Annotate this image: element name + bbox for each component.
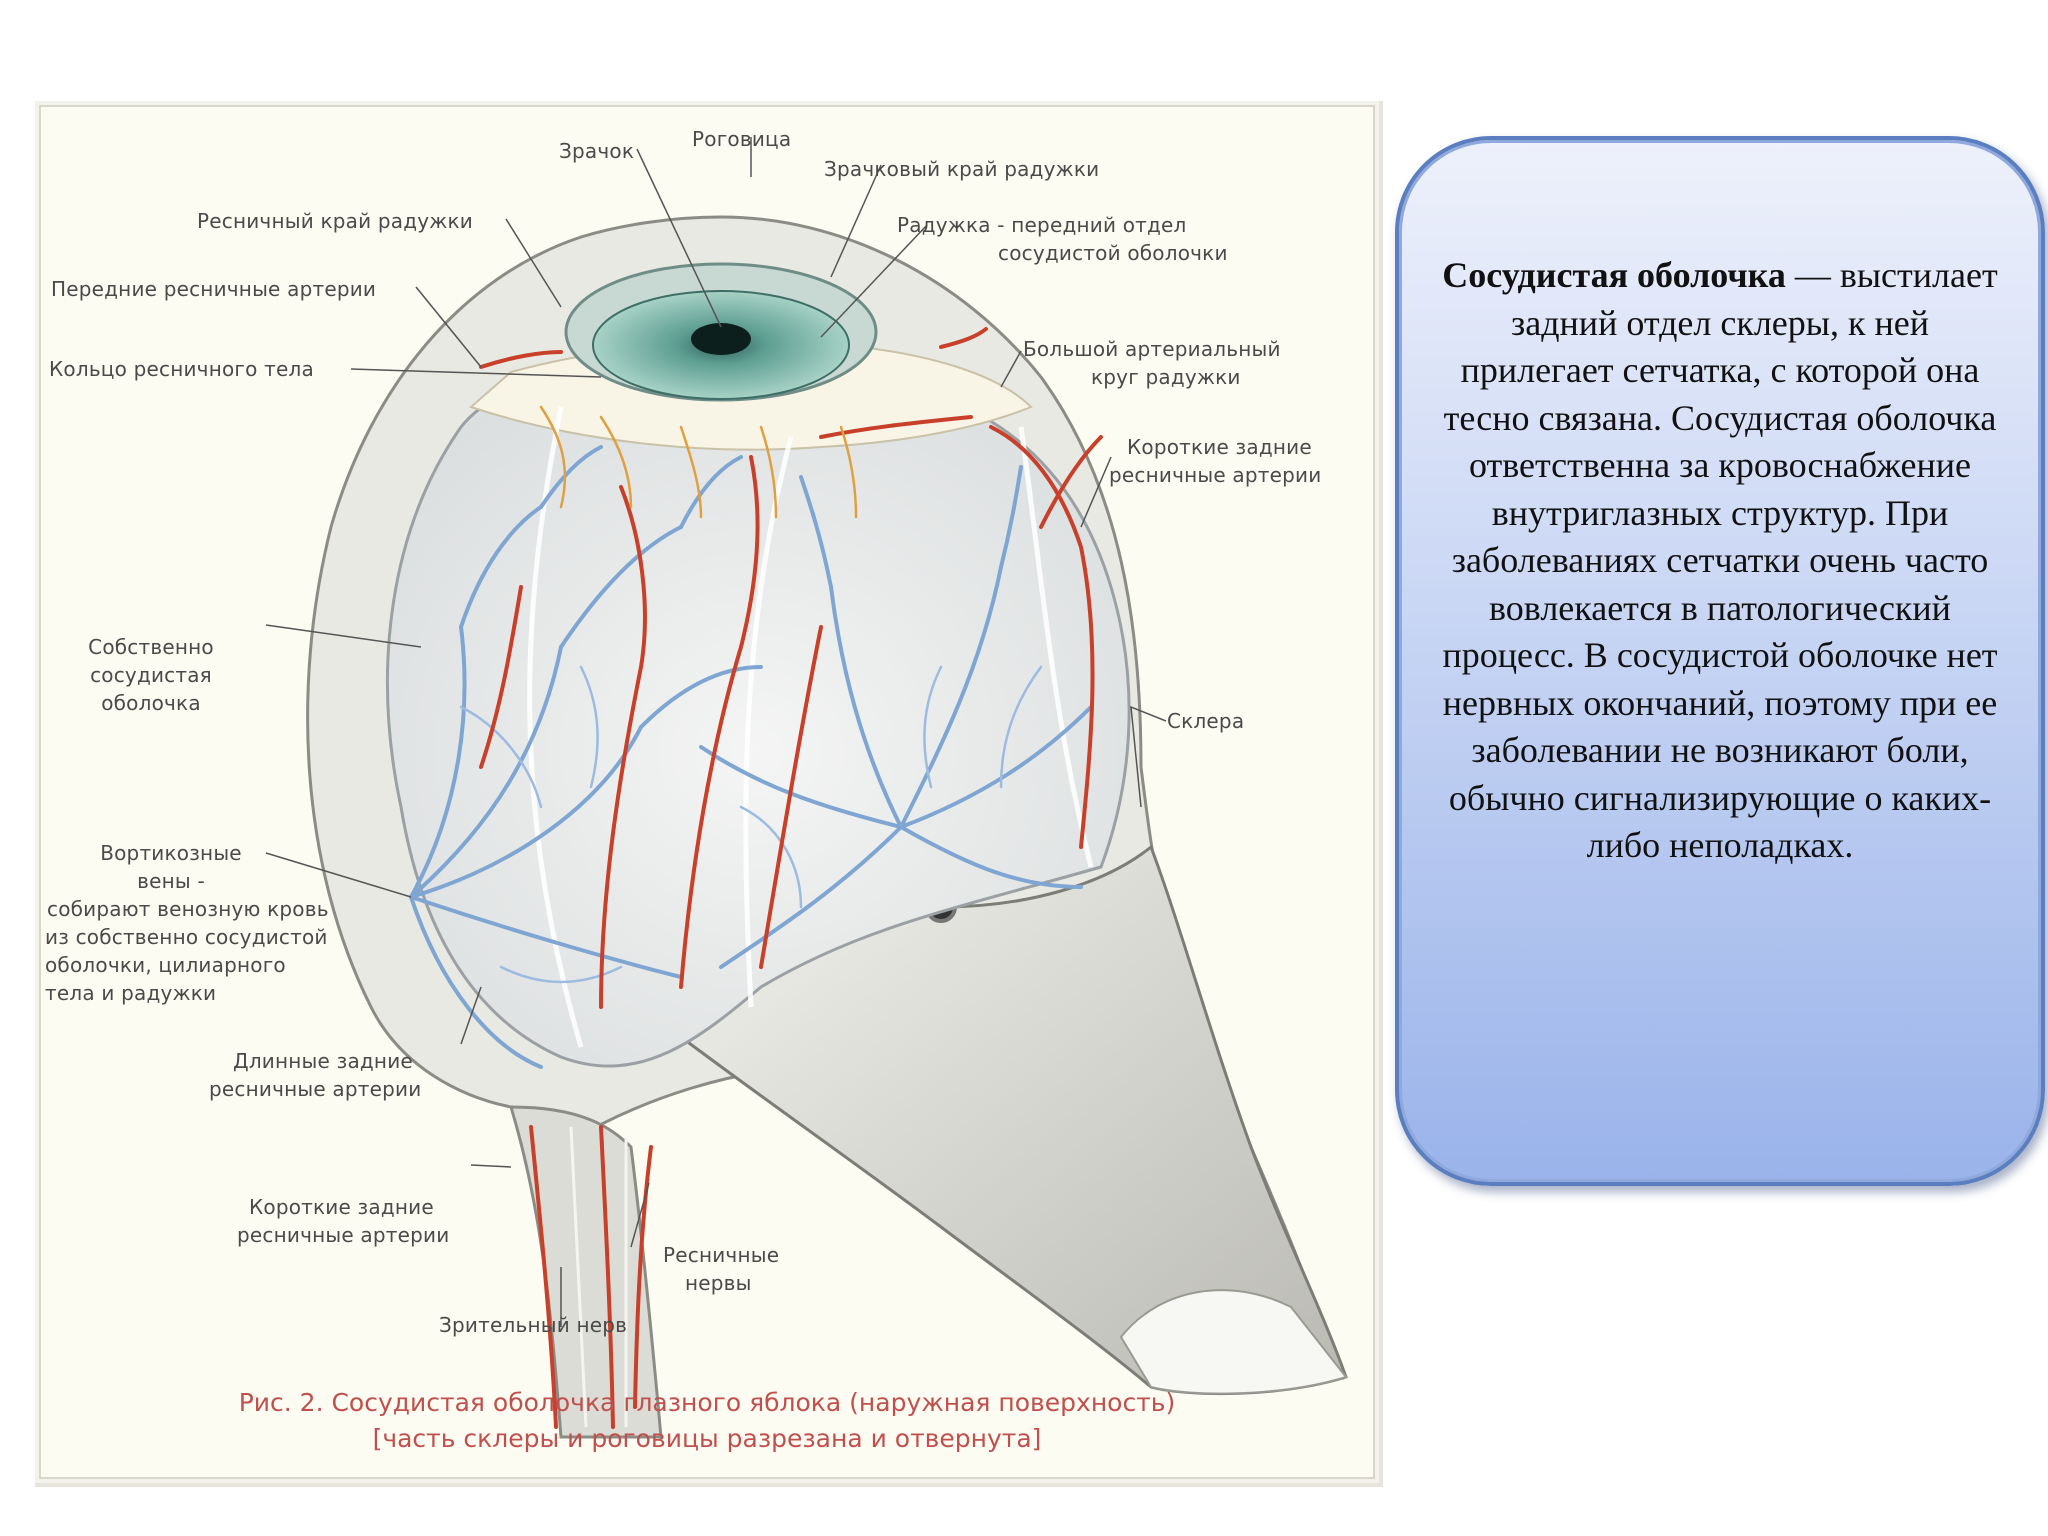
figure-caption-line2: [часть склеры и роговицы разрезана и отв… [372, 1424, 1042, 1453]
description-body: Сосудистая оболочка — выстилает задний о… [1442, 255, 1997, 865]
label-long-posterior-ciliary-line2: ресничные артерии [209, 1077, 422, 1101]
figure-caption-line1: Рис. 2. Сосудистая оболочка глазного ябл… [238, 1388, 1176, 1417]
label-choroid-proper-line3: оболочка [101, 691, 201, 715]
label-optic-nerve: Зрительный нерв [439, 1313, 628, 1337]
label-vortex-veins-line6: тела и радужки [45, 981, 217, 1005]
label-cornea: Роговица [692, 127, 792, 151]
label-major-arterial-circle-line2: круг радужки [1091, 365, 1241, 389]
ciliary-arteries [479, 327, 1103, 1009]
label-ciliary-nerves-line1: Ресничные [663, 1243, 780, 1267]
description-text: — выстилает задний отдел склеры, к ней п… [1442, 255, 1998, 865]
label-choroid-proper-line1: Собственно [88, 635, 214, 659]
eye-illustration-figure: Зрачок Роговица Зрачковый край радужки Р… [39, 105, 1375, 1479]
choroid-description-box: Сосудистая оболочка — выстилает задний о… [1395, 136, 2045, 1186]
label-short-posterior-lower-line2: ресничные артерии [237, 1223, 450, 1247]
label-vortex-veins-line5: оболочки, цилиарного [45, 953, 286, 977]
label-anterior-ciliary-arteries: Передние ресничные артерии [51, 277, 377, 301]
pupil [691, 323, 751, 355]
label-vortex-veins-line3: собирают венозную кровь [47, 897, 329, 921]
label-short-posterior-lower-line1: Короткие задние [249, 1195, 434, 1219]
label-vortex-veins-line2: вены - [137, 869, 205, 893]
label-ciliary-margin: Ресничный край радужки [197, 209, 473, 233]
eye-diagram-drawing [265, 137, 1348, 1439]
label-sclera: Склера [1167, 709, 1245, 733]
label-short-posterior-upper-line2: ресничные артерии [1109, 463, 1322, 487]
description-title: Сосудистая оболочка [1442, 255, 1786, 295]
label-major-arterial-circle-line1: Большой артериальный [1023, 337, 1281, 361]
label-ciliary-ring: Кольцо ресничного тела [49, 357, 314, 381]
label-pupil: Зрачок [559, 139, 635, 163]
label-iris-line1: Радужка - передний отдел [897, 213, 1187, 237]
label-short-posterior-upper-line1: Короткие задние [1127, 435, 1312, 459]
label-vortex-veins-line4: из собственно сосудистой [45, 925, 328, 949]
label-choroid-proper-line2: сосудистая [90, 663, 212, 687]
label-vortex-veins-line1: Вортикозные [100, 841, 242, 865]
label-iris-line2: сосудистой оболочки [998, 241, 1228, 265]
label-ciliary-nerves-line2: нервы [685, 1271, 752, 1295]
label-pupillary-margin: Зрачковый край радужки [824, 157, 1100, 181]
label-long-posterior-ciliary-line1: Длинные задние [233, 1049, 413, 1073]
